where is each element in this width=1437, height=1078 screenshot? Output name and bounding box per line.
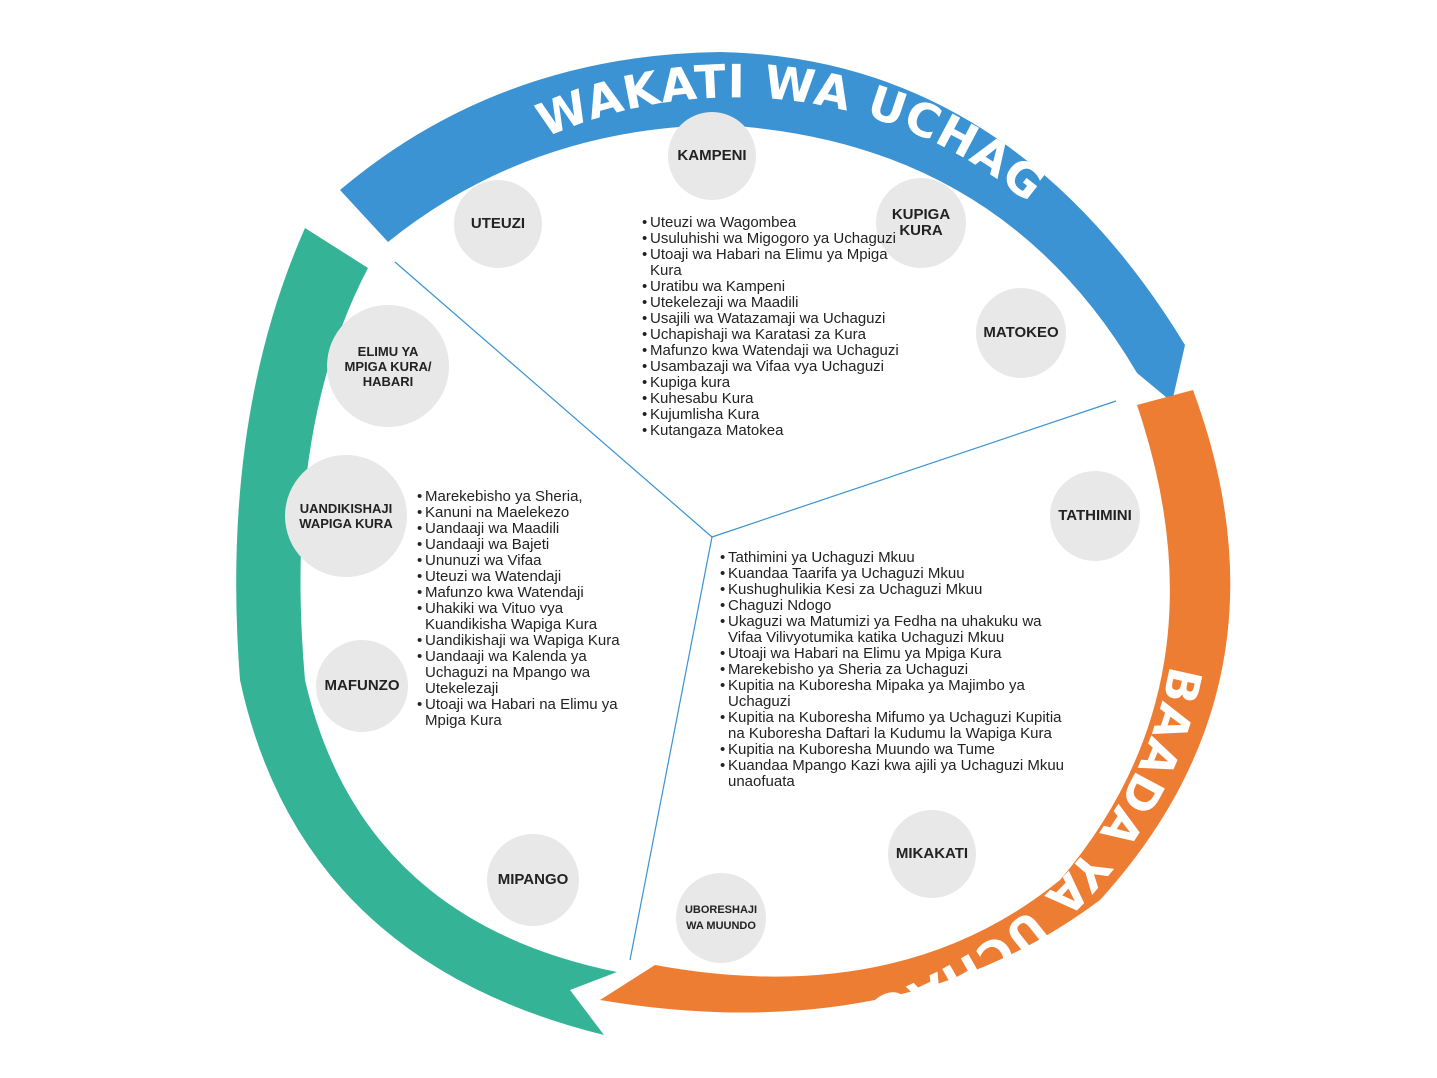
stage-tathimini-label: TATHIMINI bbox=[1058, 507, 1132, 524]
stage-mafunzo-label: MAFUNZO bbox=[324, 677, 400, 694]
during-task-item: Uteuzi wa Wagombea bbox=[642, 215, 907, 232]
before-task-item: Uandaaji wa Kalenda ya Uchaguzi na Mpang… bbox=[417, 649, 637, 697]
during-task-item: Kuhesabu Kura bbox=[642, 391, 907, 408]
after-task-item: Kushughulikia Kesi za Uchaguzi Mkuu bbox=[720, 582, 1065, 599]
during-task-item: Usambazaji wa Vifaa vya Uchaguzi bbox=[642, 359, 907, 376]
stage-tathimini: TATHIMINI bbox=[1050, 471, 1140, 561]
before-task-item: Uhakiki wa Vituo vya Kuandikisha Wapiga … bbox=[417, 601, 637, 633]
after-task-item: Marekebisho ya Sheria za Uchaguzi bbox=[720, 662, 1065, 679]
during-task-item: Kutangaza Matokea bbox=[642, 423, 907, 440]
stage-matokeo-label: MATOKEO bbox=[983, 324, 1059, 341]
divider-line-upper-left bbox=[394, 261, 713, 538]
before-task-item: Uteuzi wa Watendaji bbox=[417, 569, 637, 586]
stage-uboreshaji-wa-muundo: UBORESHAJI WA MUUNDO bbox=[676, 873, 766, 963]
during-task-item: Kupiga kura bbox=[642, 375, 907, 392]
after-election-arc bbox=[600, 390, 1231, 1013]
during-task-item: Usajili wa Watazamaji wa Uchaguzi bbox=[642, 311, 907, 328]
stage-matokeo: MATOKEO bbox=[976, 288, 1066, 378]
after-election-tasks: Tathimini ya Uchaguzi MkuuKuandaa Taarif… bbox=[720, 550, 1065, 790]
before-task-item: Kanuni na Maelekezo bbox=[417, 505, 637, 522]
before-election-tasks: Marekebisho ya Sheria,Kanuni na Maelekez… bbox=[417, 489, 637, 729]
after-task-item: Kupitia na Kuboresha Muundo wa Tume bbox=[720, 742, 1065, 759]
during-task-item: Uratibu wa Kampeni bbox=[642, 279, 907, 296]
stage-elimu-ya-mpiga-kura: ELIMU YA MPIGA KURA/ HABARI bbox=[327, 305, 449, 427]
stage-kampeni: KAMPENI bbox=[668, 112, 756, 200]
before-task-item: Uandikishaji wa Wapiga Kura bbox=[417, 633, 637, 650]
stage-uandikishaji-label: UANDIKISHAJI WAPIGA KURA bbox=[299, 501, 393, 531]
stage-mikakati: MIKAKATI bbox=[888, 810, 976, 898]
during-election-tasks: Uteuzi wa WagombeaUsuluhishi wa Migogoro… bbox=[642, 215, 907, 440]
after-task-item: Utoaji wa Habari na Elimu ya Mpiga Kura bbox=[720, 646, 1065, 663]
during-task-item: Utoaji wa Habari na Elimu ya Mpiga Kura bbox=[642, 247, 907, 279]
during-task-item: Usuluhishi wa Migogoro ya Uchaguzi bbox=[642, 231, 907, 248]
divider-line-lower bbox=[629, 536, 713, 961]
after-task-item: Kuandaa Taarifa ya Uchaguzi Mkuu bbox=[720, 566, 1065, 583]
divider-line-upper-right bbox=[711, 400, 1117, 538]
stage-mipango-label: MIPANGO bbox=[497, 871, 569, 888]
before-task-item: Uandaaji wa Bajeti bbox=[417, 537, 637, 554]
stage-kampeni-label: KAMPENI bbox=[677, 147, 747, 164]
during-task-item: Mafunzo kwa Watendaji wa Uchaguzi bbox=[642, 343, 907, 360]
before-election-arc bbox=[236, 228, 617, 1035]
stage-uteuzi: UTEUZI bbox=[454, 180, 542, 268]
before-task-item: Utoaji wa Habari na Elimu ya Mpiga Kura bbox=[417, 697, 637, 729]
before-task-item: Ununuzi wa Vifaa bbox=[417, 553, 637, 570]
during-task-item: Uchapishaji wa Karatasi za Kura bbox=[642, 327, 907, 344]
stage-mipango: MIPANGO bbox=[487, 834, 579, 926]
stage-uboreshaji-label: UBORESHAJI WA MUUNDO bbox=[684, 904, 758, 932]
after-task-item: Chaguzi Ndogo bbox=[720, 598, 1065, 615]
stage-mafunzo: MAFUNZO bbox=[316, 640, 408, 732]
stage-uandikishaji-wapiga-kura: UANDIKISHAJI WAPIGA KURA bbox=[285, 455, 407, 577]
before-task-item: Marekebisho ya Sheria, bbox=[417, 489, 637, 506]
after-task-item: Kupitia na Kuboresha Mifumo ya Uchaguzi … bbox=[720, 710, 1065, 742]
stage-uteuzi-label: UTEUZI bbox=[470, 215, 526, 232]
stage-elimu-label: ELIMU YA MPIGA KURA/ HABARI bbox=[344, 343, 432, 389]
after-task-item: Ukaguzi wa Matumizi ya Fedha na uhakuku … bbox=[720, 614, 1065, 646]
after-task-item: Kupitia na Kuboresha Mipaka ya Majimbo y… bbox=[720, 678, 1065, 710]
after-task-item: Kuandaa Mpango Kazi kwa ajili ya Uchaguz… bbox=[720, 758, 1065, 790]
during-election-arc bbox=[340, 52, 1185, 402]
during-task-item: Kujumlisha Kura bbox=[642, 407, 907, 424]
before-task-item: Uandaaji wa Maadili bbox=[417, 521, 637, 538]
after-task-item: Tathimini ya Uchaguzi Mkuu bbox=[720, 550, 1065, 567]
stage-mikakati-label: MIKAKATI bbox=[895, 845, 969, 862]
during-task-item: Utekelezaji wa Maadili bbox=[642, 295, 907, 312]
before-task-item: Mafunzo kwa Watendaji bbox=[417, 585, 637, 602]
